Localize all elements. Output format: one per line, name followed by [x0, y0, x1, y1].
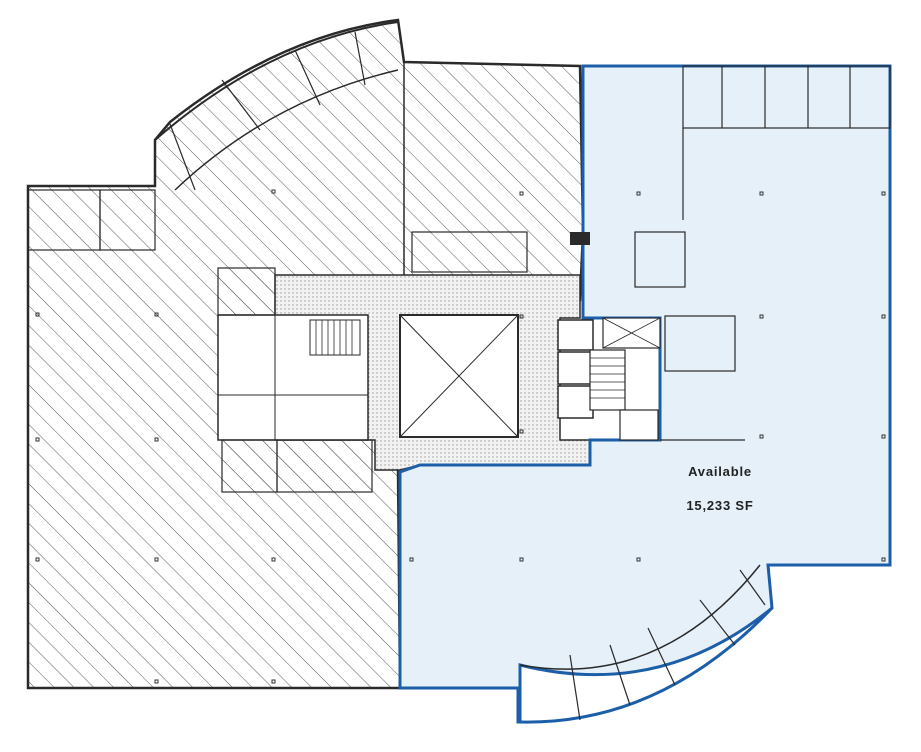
available-area-label: 15,233 SF: [686, 498, 754, 513]
available-label: Available: [688, 464, 752, 479]
core-south-room-2: [276, 439, 373, 493]
east-elevator-3: [557, 385, 594, 419]
north-curved-offices-inner: [174, 69, 399, 191]
east-elevator-1: [557, 319, 594, 351]
core-south-room-1: [221, 439, 278, 493]
column-grid: [35, 189, 886, 684]
east-room-1: [634, 231, 686, 288]
east-room-2: [664, 315, 736, 372]
core-north-room: [217, 267, 276, 316]
ne-office-row: [682, 65, 891, 129]
north-curved-offices: [154, 21, 399, 141]
west-stair: [309, 319, 361, 356]
nw-office-2: [99, 189, 156, 251]
east-stair: [589, 349, 626, 411]
se-curved-offices-inner: [519, 564, 761, 670]
north-marker: [570, 232, 590, 245]
se-curved-offices-outer: [519, 606, 774, 724]
north-storage: [411, 231, 528, 273]
building-core: [217, 267, 591, 493]
east-utility: [619, 409, 659, 441]
east-elevator-2: [557, 351, 594, 385]
